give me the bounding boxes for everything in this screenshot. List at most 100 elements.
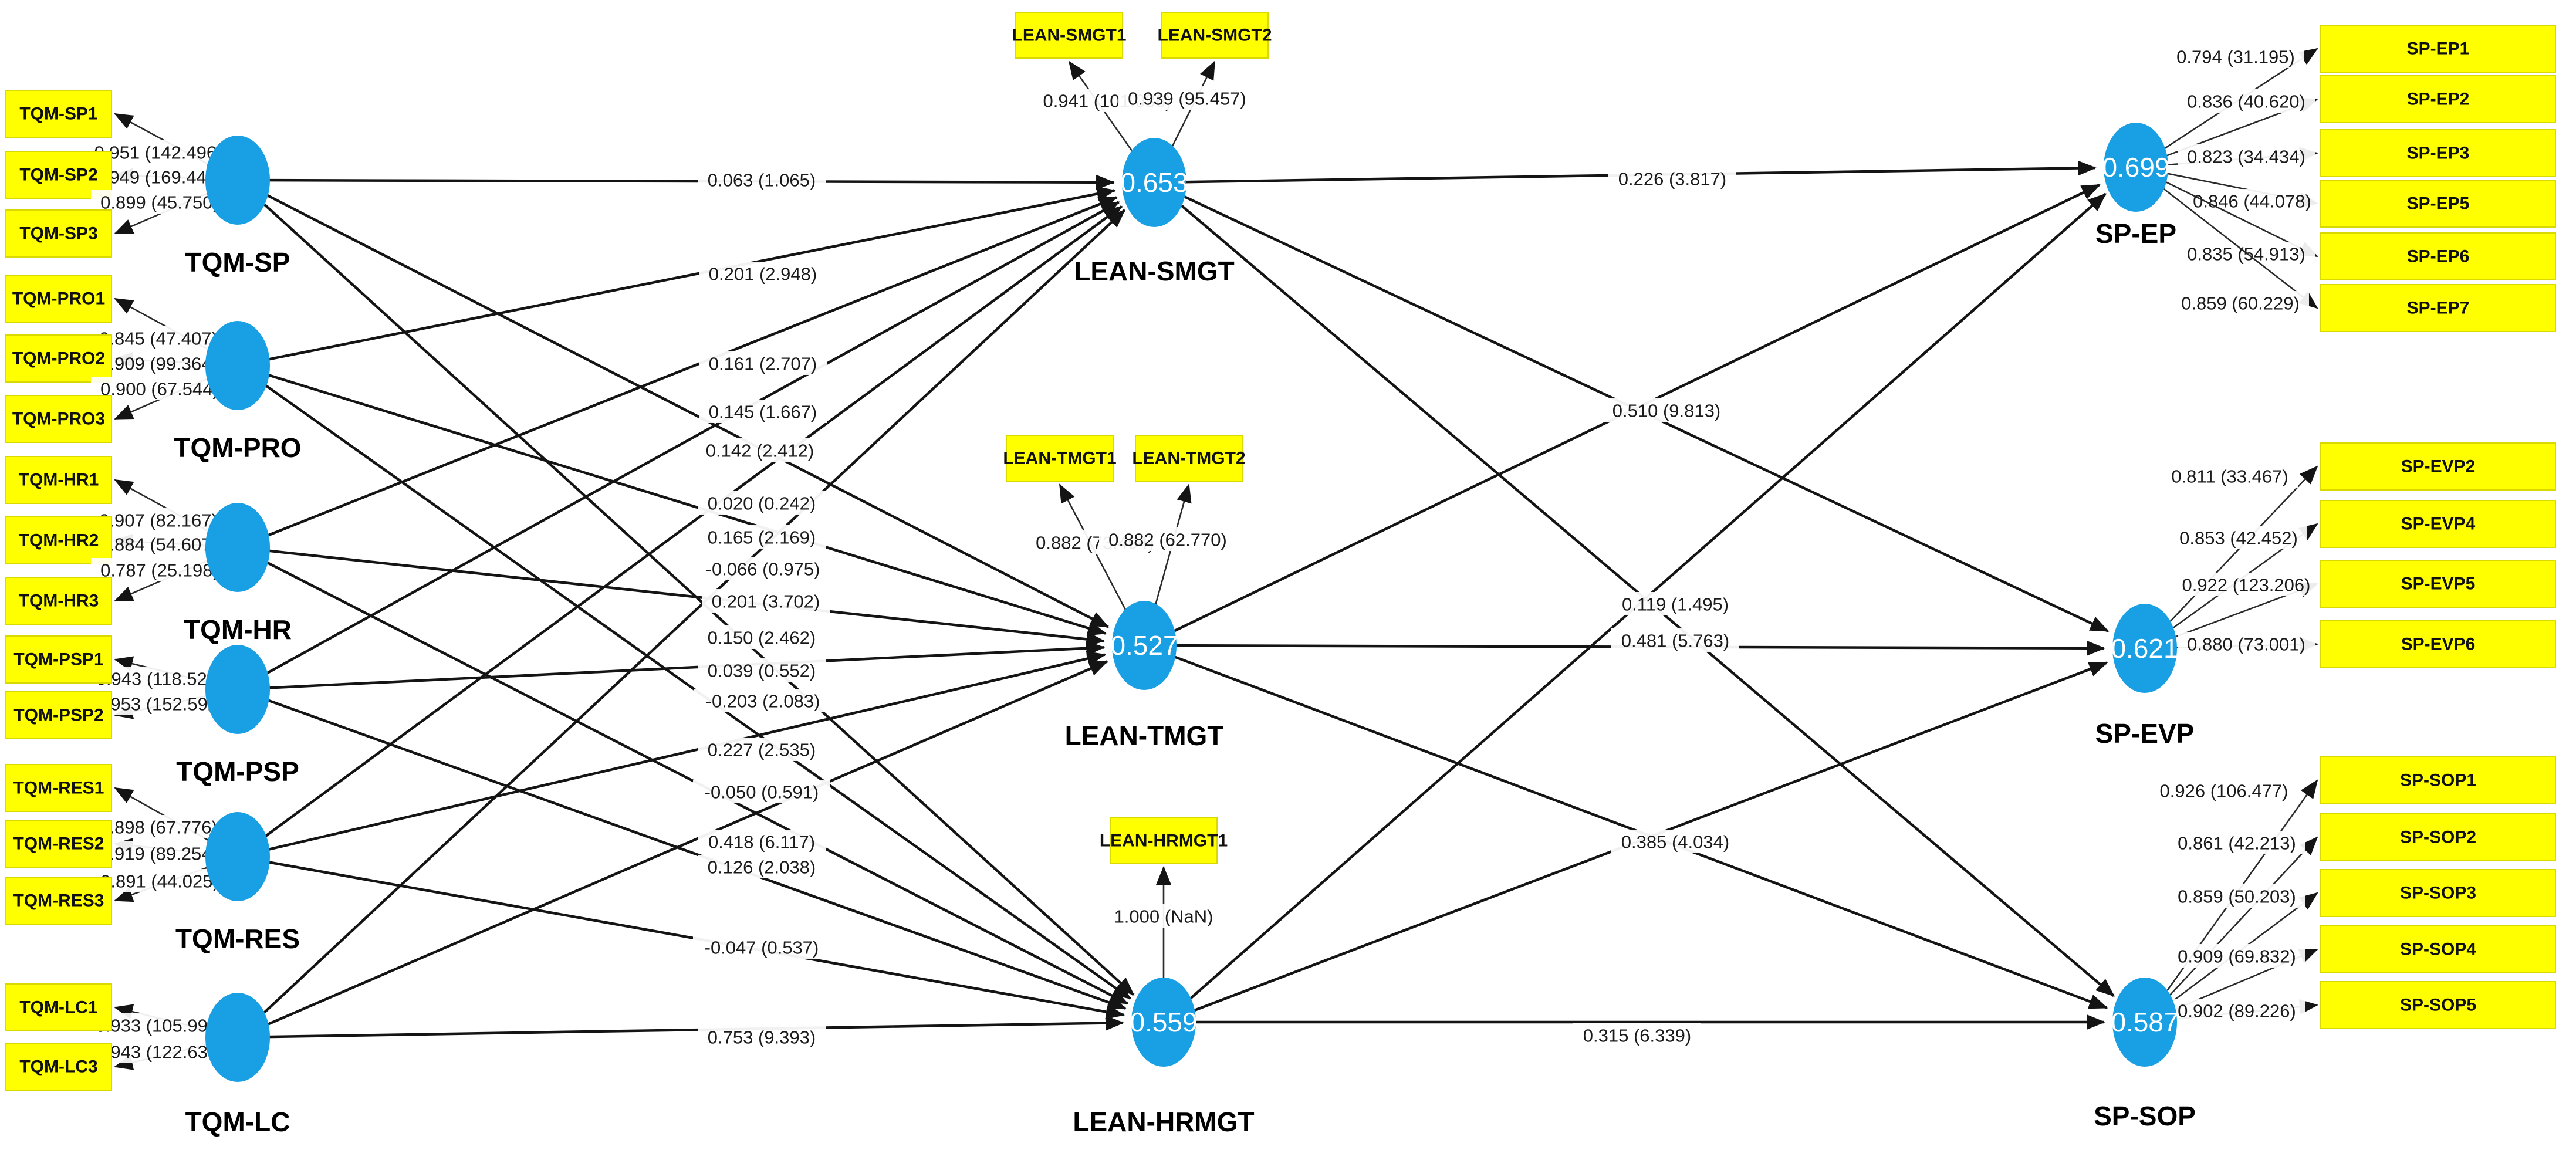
construct-label-SP-SOP: SP-SOP <box>2094 1101 2196 1131</box>
loading-label-bg <box>2167 45 2304 68</box>
loading-label-TQM-PSP1: 0.943 (118.524) <box>96 669 224 689</box>
loading-label-LEAN-SMGT2: 0.939 (95.457) <box>1128 89 1246 109</box>
construct-node-LEAN-HRMGT <box>1131 978 1196 1067</box>
indicator-box-LEAN-TMGT2 <box>1135 435 1243 482</box>
path-coefficient-label: 0.481 (5.763) <box>1621 631 1729 651</box>
construct-node-TQM-PSP <box>205 645 270 734</box>
indicator-box-SP-SOP4 <box>2320 925 2556 973</box>
path-TQM-HR-to-LEAN-TMGT <box>249 547 1106 647</box>
path-label-bg <box>698 738 826 761</box>
path-coefficient-label: 0.063 (1.065) <box>708 170 816 191</box>
indicator-box-TQM-PRO3 <box>5 395 112 443</box>
indicator-label-TQM-PSP1: TQM-PSP1 <box>13 650 103 669</box>
path-label-bg <box>698 658 826 682</box>
indicator-box-TQM-LC3 <box>5 1043 112 1091</box>
indicator-box-TQM-PSP1 <box>5 635 112 684</box>
loading-label-bg <box>90 815 227 838</box>
path-TQM-RES-to-LEAN-TMGT <box>248 651 1106 855</box>
indicator-box-SP-EP6 <box>2320 232 2556 280</box>
path-coefficient-label: 0.126 (2.038) <box>708 857 816 878</box>
indicator-box-LEAN-TMGT1 <box>1006 435 1114 482</box>
loading-label-SP-SOP3: 0.859 (50.203) <box>2178 887 2296 907</box>
path-coefficient-label: 0.226 (3.817) <box>1618 169 1726 190</box>
path-label-bg <box>1611 830 1739 853</box>
path-coefficient-label: 0.150 (2.462) <box>708 628 816 648</box>
path-label-bg <box>698 855 826 878</box>
construct-label-SP-EVP: SP-EVP <box>2095 718 2195 749</box>
loading-label-bg <box>90 532 227 556</box>
loading-label-TQM-SP1: 0.951 (142.496) <box>94 143 223 163</box>
indicator-label-TQM-LC1: TQM-LC1 <box>19 998 97 1017</box>
path-label-bg <box>693 780 830 803</box>
indicator-box-TQM-LC1 <box>5 983 112 1031</box>
path-coefficient-label: 0.418 (6.117) <box>708 832 815 853</box>
indicator-box-TQM-HR2 <box>5 516 112 564</box>
indicator-label-SP-EVP2: SP-EVP2 <box>2401 457 2476 476</box>
indicator-label-SP-EVP4: SP-EVP4 <box>2401 515 2476 534</box>
indicator-label-TQM-PRO1: TQM-PRO1 <box>12 289 105 309</box>
r2-value-LEAN-TMGT: 0.527 <box>1110 630 1178 661</box>
loading-label-bg <box>2178 144 2315 168</box>
indicator-box-TQM-PRO2 <box>5 334 112 383</box>
path-TQM-LC-to-LEAN-HRMGT <box>249 1015 1125 1039</box>
loading-label-bg <box>2168 999 2305 1022</box>
path-coefficient-label: 0.201 (2.948) <box>709 264 817 285</box>
path-label-bg <box>699 400 827 423</box>
path-coefficient-label: 0.510 (9.813) <box>1612 401 1720 421</box>
path-label-bg <box>698 491 826 515</box>
indicator-box-TQM-RES3 <box>5 877 112 925</box>
indicator-label-SP-SOP4: SP-SOP4 <box>2400 940 2476 959</box>
path-coefficient-label: 0.161 (2.707) <box>709 354 817 374</box>
indicator-label-SP-SOP5: SP-SOP5 <box>2400 996 2476 1015</box>
indicator-label-TQM-RES1: TQM-RES1 <box>13 779 104 798</box>
loading-label-TQM-HR2: 0.884 (54.607) <box>99 535 218 555</box>
path-coefficient-label: 0.201 (3.702) <box>712 591 820 612</box>
path-label-bg <box>696 438 824 462</box>
loading-label-SP-EVP6: 0.880 (73.001) <box>2187 634 2305 655</box>
loading-label-bg <box>2168 884 2305 908</box>
loading-label-bg <box>90 841 227 865</box>
path-coefficient-label: -0.066 (0.975) <box>706 559 820 580</box>
indicator-label-TQM-LC3: TQM-LC3 <box>19 1057 97 1077</box>
path-TQM-PRO-to-LEAN-HRMGT <box>246 371 1132 1000</box>
loading-label-bg <box>2151 779 2297 802</box>
loading-label-SP-EP1: 0.794 (31.195) <box>2176 47 2295 67</box>
loading-label-TQM-RES2: 0.919 (89.254) <box>99 844 218 864</box>
path-coefficient-label: -0.047 (0.537) <box>705 938 819 958</box>
loading-label-TQM-PRO1: 0.845 (47.407) <box>99 329 218 349</box>
indicator-label-TQM-PRO2: TQM-PRO2 <box>12 349 105 368</box>
construct-label-TQM-LC: TQM-LC <box>185 1107 290 1137</box>
construct-label-LEAN-HRMGT: LEAN-HRMGT <box>1073 1107 1254 1137</box>
loading-label-SP-EP6: 0.835 (54.913) <box>2187 244 2305 265</box>
path-coefficient-label: 0.385 (4.034) <box>1621 832 1729 853</box>
path-TQM-RES-to-LEAN-HRMGT <box>249 857 1125 1020</box>
path-TQM-HR-to-LEAN-HRMGT <box>247 552 1129 1005</box>
loading-label-bg <box>2178 89 2315 113</box>
loading-label-SP-SOP4: 0.909 (69.832) <box>2178 946 2296 967</box>
indicator-label-SP-EP7: SP-EP7 <box>2407 299 2470 318</box>
indicator-box-LEAN-SMGT1 <box>1015 12 1123 59</box>
indicator-box-SP-EVP6 <box>2320 620 2556 668</box>
path-coefficient-label: -0.203 (2.083) <box>706 691 820 712</box>
indicator-label-LEAN-TMGT1: LEAN-TMGT1 <box>1003 449 1116 468</box>
path-TQM-LC-to-LEAN-SMGT <box>245 209 1126 1031</box>
loading-label-bg <box>1099 527 1236 551</box>
loading-label-SP-EP7: 0.859 (60.229) <box>2181 293 2300 314</box>
path-coefficient-label: 0.039 (0.552) <box>708 661 816 681</box>
path-coefficient-label: 0.227 (2.535) <box>708 740 816 760</box>
path-coefficient-label: 0.165 (2.169) <box>708 527 816 548</box>
path-label-bg <box>694 689 831 712</box>
path-TQM-RES-to-LEAN-SMGT <box>246 205 1123 851</box>
indicator-label-SP-EP3: SP-EP3 <box>2407 144 2470 163</box>
path-coefficient-label: 0.119 (1.495) <box>1622 594 1729 615</box>
indicator-label-SP-EP1: SP-EP1 <box>2407 39 2470 59</box>
loading-label-SP-EP5: 0.846 (44.078) <box>2193 191 2311 212</box>
path-label-bg <box>702 589 830 613</box>
loading-label-bg <box>2168 944 2305 968</box>
loading-label-SP-SOP1: 0.926 (106.477) <box>2160 781 2288 801</box>
indicator-box-SP-EVP4 <box>2320 500 2556 548</box>
indicator-box-TQM-HR3 <box>5 577 112 625</box>
path-LEAN-TMGT-to-SP-SOP <box>1154 648 2108 1009</box>
indicator-label-TQM-HR2: TQM-HR2 <box>19 531 99 550</box>
path-label-bg <box>699 351 827 375</box>
